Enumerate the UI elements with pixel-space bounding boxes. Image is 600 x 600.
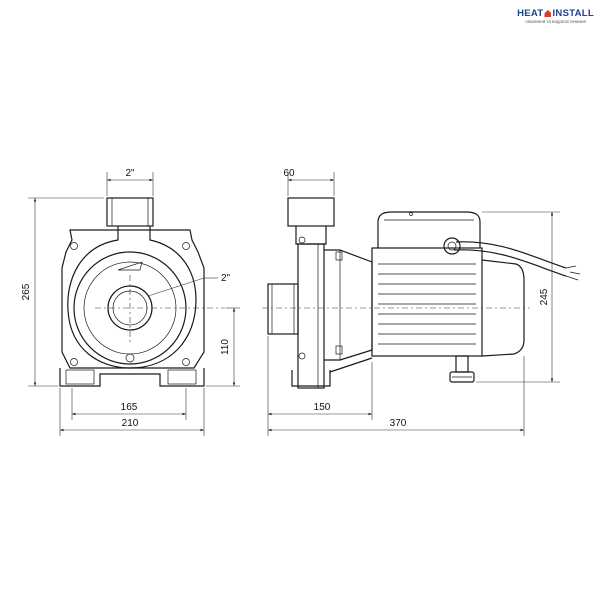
dim-outlet-width: 60	[283, 168, 295, 179]
side-rear-foot	[455, 355, 469, 373]
house-icon	[544, 10, 552, 17]
motor-cooling-fins	[378, 263, 476, 345]
side-casing-flange	[297, 243, 325, 389]
side-motor-housing	[371, 247, 483, 357]
side-motor-endcap	[481, 259, 525, 357]
dim-inlet-thread: 2"	[221, 273, 231, 284]
front-view	[59, 197, 225, 387]
cable-gland	[443, 237, 461, 255]
side-inlet-pipe	[267, 283, 299, 335]
side-dimensions: 60 245 150 370	[267, 168, 560, 436]
side-outlet-pipe	[287, 197, 335, 227]
flow-arrow-icon	[117, 261, 143, 271]
front-casing-ring	[73, 251, 187, 365]
front-dimensions: 2" 2" 265 110 165 210	[21, 168, 240, 436]
dim-overall-width: 210	[122, 418, 139, 429]
brand-tagline: опалення та водопостачання	[525, 19, 586, 24]
dim-axis-height: 110	[220, 339, 231, 355]
dim-overall-height: 265	[21, 283, 32, 300]
front-housing	[61, 229, 205, 369]
dim-foot-spacing: 165	[121, 402, 138, 413]
power-cable	[455, 241, 567, 269]
dim-outlet-thread: 2"	[125, 168, 135, 179]
side-terminal-box	[377, 211, 481, 248]
dim-overall-length: 370	[390, 418, 407, 429]
side-adapter	[324, 249, 373, 361]
front-volute	[67, 226, 197, 369]
dim-motor-height: 245	[539, 288, 550, 305]
front-outlet-pipe	[106, 197, 154, 227]
side-view	[262, 197, 581, 389]
front-feet	[59, 368, 205, 387]
dim-pump-body-length: 150	[314, 402, 331, 413]
